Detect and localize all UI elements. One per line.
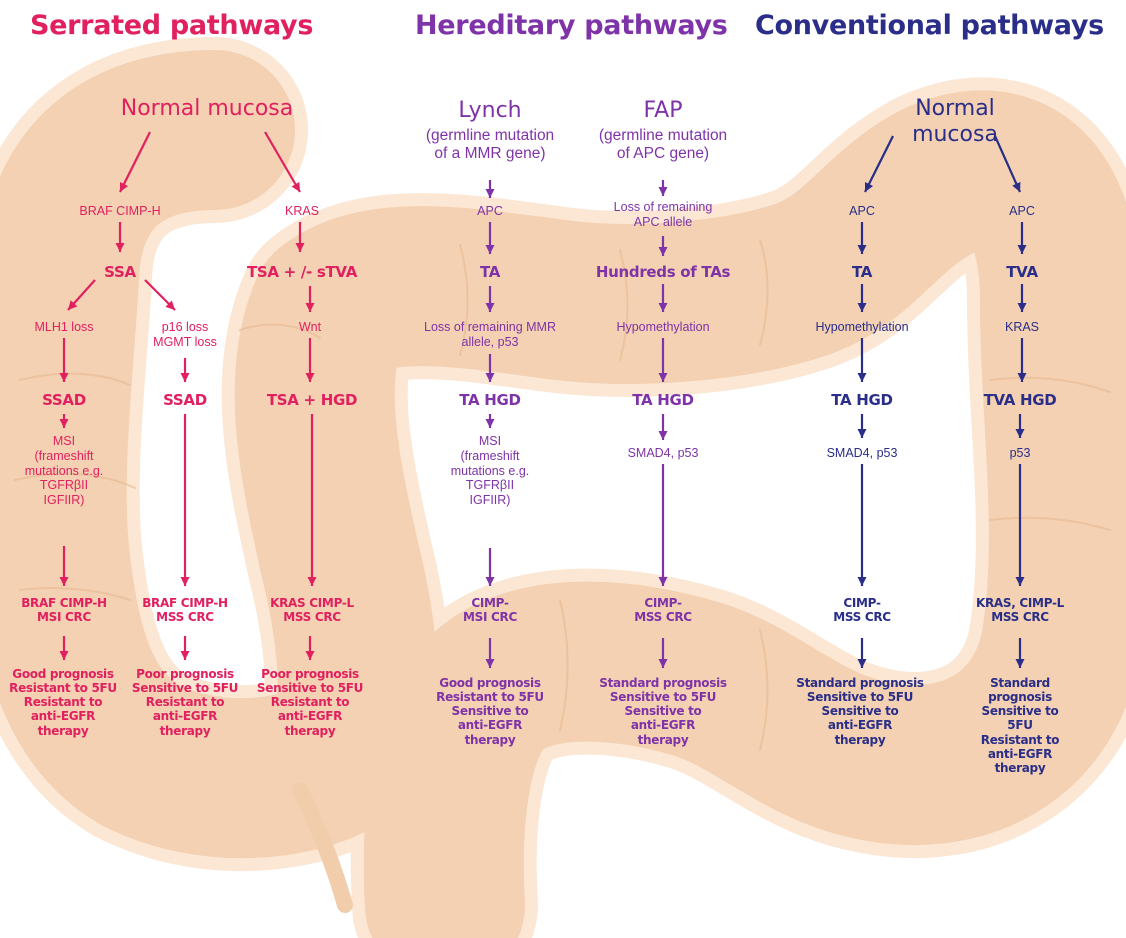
fap-crc: CIMP- MSS CRC xyxy=(634,596,692,624)
conventional-hypomethylation: Hypomethylation xyxy=(815,320,908,335)
serrated-tsa: TSA + /- sTVA xyxy=(247,264,357,282)
conventional-apc-a: APC xyxy=(849,204,875,219)
conventional-tva-hgd: TVA HGD xyxy=(984,392,1057,410)
serrated-p16-mgmt: p16 loss MGMT loss xyxy=(153,320,217,350)
conventional-outcome-b: Standard prognosis Sensitive to 5FU Resi… xyxy=(967,676,1073,775)
fap-apc-loss: Loss of remaining APC allele xyxy=(614,200,713,230)
fap-smad4: SMAD4, p53 xyxy=(628,446,699,461)
hereditary-arrowhead-18 xyxy=(659,187,668,196)
lynch-ta-hgd: TA HGD xyxy=(459,392,520,410)
serrated-msi: MSI (frameshift mutations e.g. TGFRβII I… xyxy=(25,434,104,508)
fap-title: FAP xyxy=(644,98,683,124)
conventional-apc-b: APC xyxy=(1009,204,1035,219)
lynch-subtitle: (germline mutation of a MMR gene) xyxy=(426,127,554,164)
header-serrated: Serrated pathways xyxy=(30,10,313,41)
conventional-ta-hgd: TA HGD xyxy=(831,392,892,410)
serrated-ssa: SSA xyxy=(104,264,136,282)
serrated-arrowhead-12 xyxy=(181,577,190,586)
serrated-crc-c: KRAS CIMP-L MSS CRC xyxy=(270,596,354,624)
conventional-crc-b: KRAS, CIMP-L MSS CRC xyxy=(976,596,1064,624)
header-hereditary: Hereditary pathways xyxy=(415,10,728,41)
serrated-outcome-c: Poor prognosis Sensitive to 5FU Resistan… xyxy=(257,667,363,738)
hereditary-arrowhead-17 xyxy=(486,189,495,198)
lynch-outcome: Good prognosis Resistant to 5FU Sensitiv… xyxy=(436,676,544,747)
lynch-apc: APC xyxy=(477,204,503,219)
hereditary-arrowhead-26 xyxy=(659,431,668,440)
lynch-ta: TA xyxy=(480,264,500,282)
serrated-ssad-a: SSAD xyxy=(42,392,86,410)
serrated-arrowhead-15 xyxy=(181,651,190,660)
conventional-arrowhead-41 xyxy=(858,577,867,586)
serrated-normal-mucosa: Normal mucosa xyxy=(121,96,293,122)
serrated-outcome-b: Poor prognosis Sensitive to 5FU Resistan… xyxy=(132,667,238,738)
fap-outcome: Standard prognosis Sensitive to 5FU Sens… xyxy=(599,676,727,747)
conventional-outcome-a: Standard prognosis Sensitive to 5FU Sens… xyxy=(796,676,924,747)
conventional-normal-mucosa: Normal mucosa xyxy=(870,96,1041,149)
hereditary-arrowhead-25 xyxy=(486,419,495,428)
serrated-braf-trigger: BRAF CIMP-H xyxy=(79,204,160,219)
header-conventional: Conventional pathways xyxy=(755,10,1104,41)
conventional-arrowhead-37 xyxy=(858,373,867,382)
serrated-arrowhead-7 xyxy=(181,373,190,382)
lynch-title: Lynch xyxy=(458,98,521,124)
serrated-kras-trigger: KRAS xyxy=(285,204,319,219)
conventional-smad4: SMAD4, p53 xyxy=(827,446,898,461)
lynch-msi: MSI (frameshift mutations e.g. TGFRβII I… xyxy=(451,434,530,508)
lynch-crc: CIMP- MSI CRC xyxy=(463,596,517,624)
conventional-p53: p53 xyxy=(1010,446,1031,461)
serrated-outcome-a: Good prognosis Resistant to 5FU Resistan… xyxy=(9,667,117,738)
lynch-mmr-loss: Loss of remaining MMR allele, p53 xyxy=(424,320,556,350)
fap-ta-hgd: TA HGD xyxy=(632,392,693,410)
serrated-mlh1-loss: MLH1 loss xyxy=(34,320,93,335)
conventional-tva: TVA xyxy=(1006,264,1038,282)
serrated-ssad-b: SSAD xyxy=(163,392,207,410)
fap-subtitle: (germline mutation of APC gene) xyxy=(599,127,727,164)
conventional-ta: TA xyxy=(852,264,872,282)
serrated-wnt: Wnt xyxy=(299,320,321,335)
serrated-crc-a: BRAF CIMP-H MSI CRC xyxy=(21,596,107,624)
colon-body xyxy=(47,130,1069,905)
serrated-tsa-hgd: TSA + HGD xyxy=(267,392,357,410)
conventional-kras: KRAS xyxy=(1005,320,1039,335)
fap-hypomethylation: Hypomethylation xyxy=(616,320,709,335)
conventional-crc-a: CIMP- MSS CRC xyxy=(833,596,891,624)
fap-hundreds-tas: Hundreds of TAs xyxy=(596,264,730,282)
conventional-arrowhead-39 xyxy=(858,429,867,438)
serrated-crc-b: BRAF CIMP-H MSS CRC xyxy=(142,596,228,624)
